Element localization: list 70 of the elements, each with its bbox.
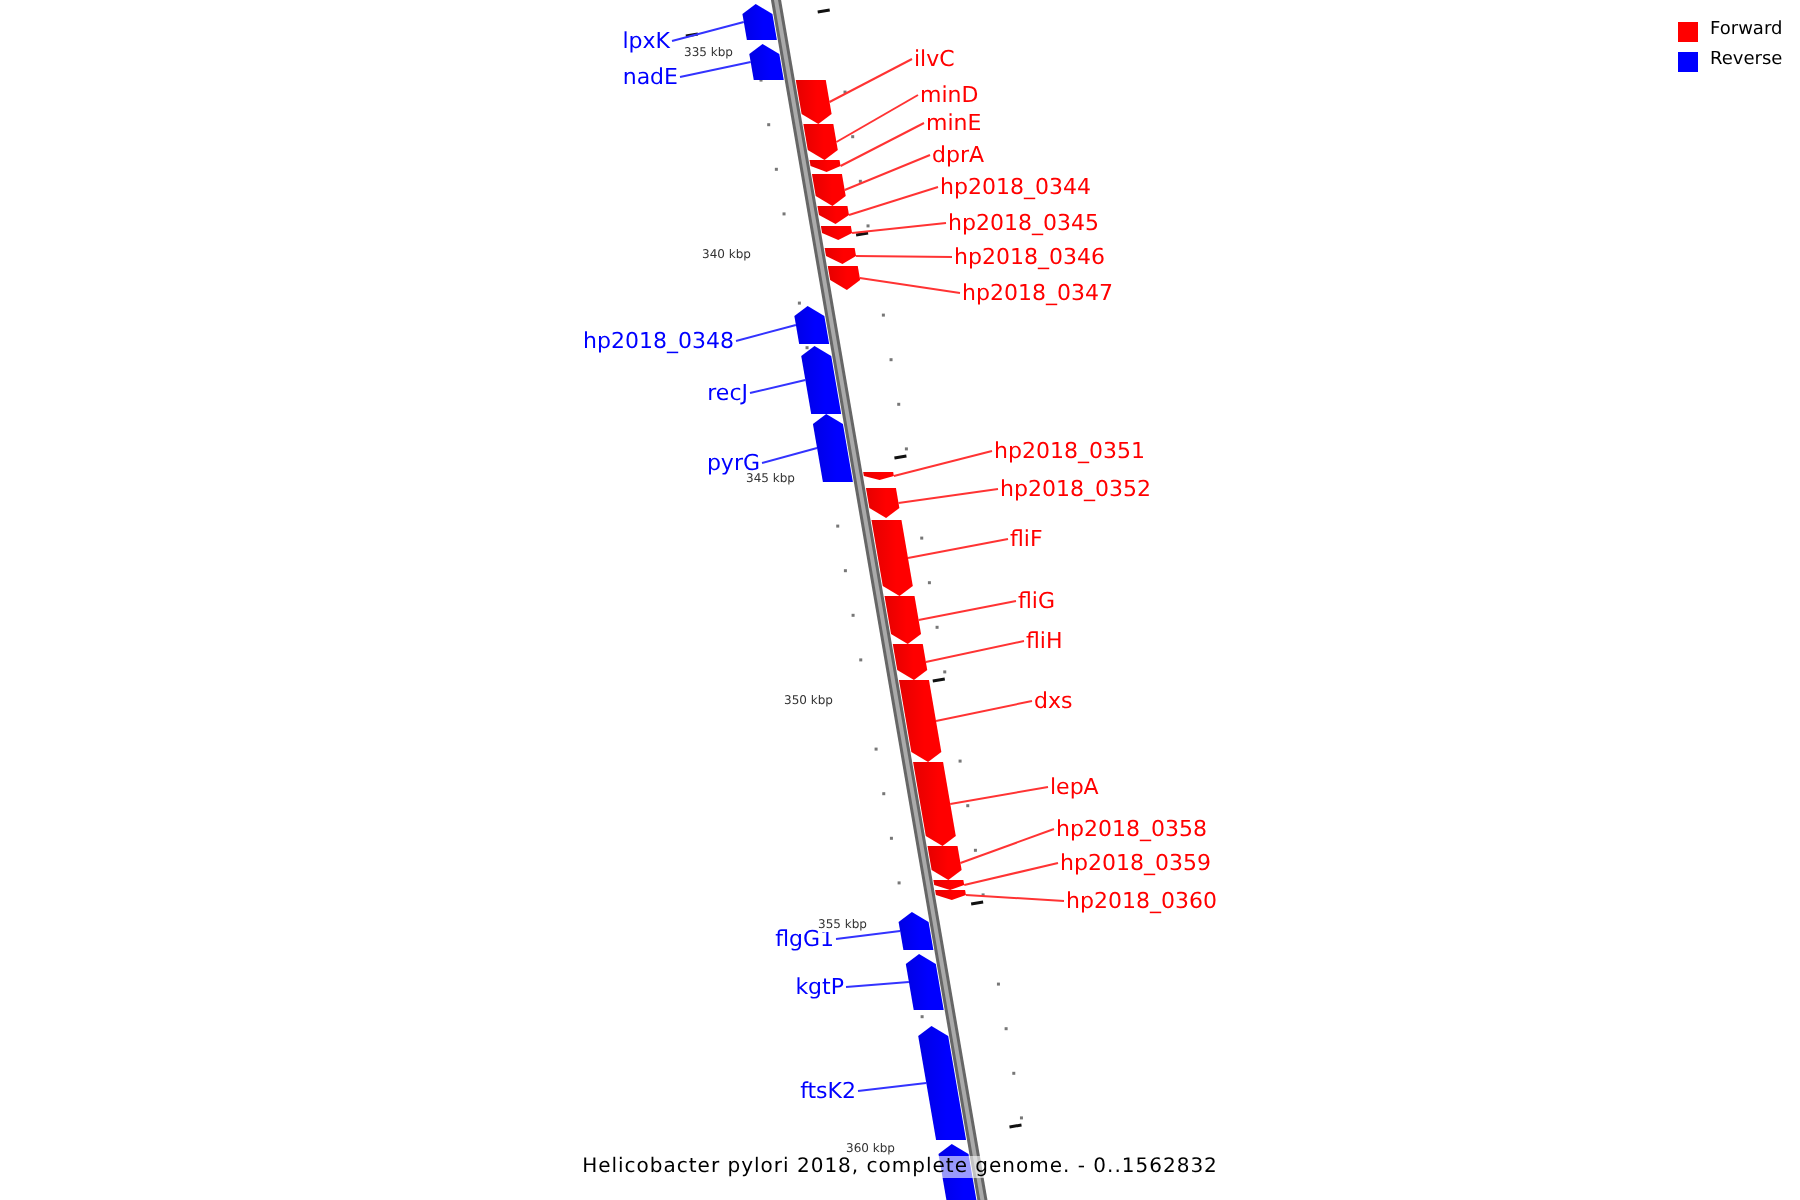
gene-label: hp2018_0351 <box>994 438 1145 464</box>
gene-label: ftsK2 <box>800 1078 856 1104</box>
gene-feature <box>824 248 857 264</box>
gene-label: hp2018_0360 <box>1066 888 1217 914</box>
legend-label: Reverse <box>1710 50 1783 72</box>
leader-line <box>959 828 1055 864</box>
gene-label: fliG <box>1018 588 1056 614</box>
leader-line <box>858 277 961 294</box>
leader-line <box>907 538 1009 559</box>
gene-label: hp2018_0358 <box>1056 816 1207 842</box>
leader-line <box>835 930 902 940</box>
leader-line <box>851 222 947 234</box>
gene-label: minD <box>920 82 979 108</box>
leader-line <box>735 324 797 342</box>
leader-line <box>924 640 1025 663</box>
leader-line <box>917 600 1017 621</box>
leader-line <box>848 186 939 216</box>
leader-line <box>671 21 745 42</box>
gene-feature <box>884 596 922 644</box>
gene-label: dprA <box>932 142 985 168</box>
gene-label: hp2018_0345 <box>948 210 1099 236</box>
gene-label: hp2018_0346 <box>954 244 1105 270</box>
gene-label: dxs <box>1034 688 1073 714</box>
leader-line <box>843 154 931 191</box>
leader-line <box>761 447 819 464</box>
gene-label: hp2018_0348 <box>583 328 734 354</box>
gene-feature <box>812 414 853 482</box>
gene-feature <box>795 80 832 124</box>
gene-label: ilvC <box>914 46 955 72</box>
gene-feature <box>863 472 894 480</box>
legend-label: Forward <box>1710 20 1783 42</box>
caption: Helicobacter pylori 2018, complete genome. - 0..1562832 <box>582 1156 1218 1178</box>
gene-label: hp2018_0347 <box>962 280 1113 306</box>
leader-line <box>949 786 1049 805</box>
leader-line <box>892 450 993 477</box>
gene-label: hp2018_0352 <box>1000 476 1151 502</box>
gene-feature <box>749 44 784 80</box>
leader-line <box>679 61 752 78</box>
gene-label: flgG1 <box>775 926 834 952</box>
gene-label: lpxK <box>622 28 670 54</box>
leader-line <box>835 94 919 143</box>
gene-label: kgtP <box>795 974 844 1000</box>
leader-line <box>855 255 953 258</box>
gene-feature <box>742 4 777 40</box>
gene-label: recJ <box>707 380 748 406</box>
gene-label: hp2018_0359 <box>1060 850 1211 876</box>
gene-feature <box>898 912 934 950</box>
gene-label: minE <box>926 110 982 136</box>
leader-line <box>963 862 1059 886</box>
leader-line <box>749 379 807 394</box>
gene-label: fliF <box>1010 526 1043 552</box>
gene-label: fliH <box>1026 628 1063 654</box>
gene-feature <box>918 1026 967 1140</box>
leader-line <box>897 488 999 504</box>
leader-line <box>839 122 925 167</box>
gene-label: pyrG <box>706 450 760 476</box>
gene-label: lepA <box>1050 774 1099 800</box>
leader-line <box>935 700 1033 722</box>
gene-feature <box>935 890 966 900</box>
gene-feature <box>905 954 944 1010</box>
gene-label: hp2018_0344 <box>940 174 1091 200</box>
gene-feature <box>820 226 853 240</box>
leader-line <box>857 1082 928 1092</box>
gene-label: nadE <box>622 64 678 90</box>
leader-line <box>845 981 910 988</box>
gene-feature <box>794 306 830 344</box>
leader-line <box>828 58 913 103</box>
gene-feature <box>817 206 849 224</box>
gene-feature <box>827 266 861 290</box>
leader-line <box>964 894 1065 902</box>
